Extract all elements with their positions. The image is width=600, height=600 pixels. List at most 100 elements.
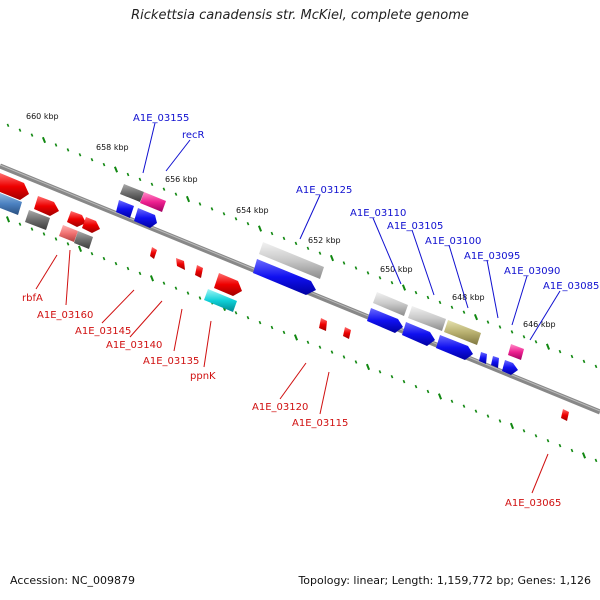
gene-feature[interactable] [0,173,29,200]
gene-feature[interactable] [408,306,446,331]
scale-track-tick [293,334,299,341]
gene-feature[interactable] [195,265,203,278]
scale-track-tick [174,286,178,290]
gene-feature[interactable] [259,242,324,279]
scale-track-tick [318,251,322,255]
gene-feature[interactable] [343,327,351,339]
scale-track-tick [90,251,94,256]
scale-track-tick [186,291,190,295]
gene-feature[interactable] [561,409,569,421]
genome-summary-text: Topology: linear; Length: 1,159,772 bp; … [298,574,591,587]
scale-track-tick [522,429,526,433]
scale-track-tick [390,374,394,379]
scale-track-tick [126,172,130,177]
forward-gene-labels: A1E_03155 recR A1E_03125 A1E_03110 A1E_0… [133,113,599,292]
scale-track-tick [234,311,238,315]
scale-track-tick [594,364,598,369]
scale-track-tick [401,284,407,291]
gene-feature[interactable] [120,184,144,202]
gene-feature[interactable] [67,211,86,227]
scale-track-tick [342,261,346,265]
gene-feature[interactable] [82,217,100,233]
scale-track-tick [438,300,442,305]
scale-track-tick [42,232,46,236]
scale-track-tick [222,212,226,216]
scale-track-tick [402,379,406,384]
gene-label-a1e-03120[interactable]: A1E_03120 [252,402,308,413]
gene-label-ppnk[interactable]: ppnK [190,371,216,382]
scale-track-tick [510,330,514,334]
scale-track-tick [378,370,382,374]
gene-feature[interactable] [59,225,78,242]
gene-label-a1e-03155[interactable]: A1E_03155 [133,113,189,124]
gene-label-a1e-03145[interactable]: A1E_03145 [75,326,131,337]
scale-track-tick [414,384,418,389]
scale-tick-650: 650 kbp [380,265,413,274]
scale-track-tick [558,443,562,448]
scale-track-tick [246,221,250,226]
scale-track-tick [198,296,202,300]
scale-track-tick [366,271,370,275]
scale-track-tick [162,187,166,191]
gene-label-recr[interactable]: recR [182,130,205,141]
gene-label-a1e-03140[interactable]: A1E_03140 [106,340,162,351]
scale-track-tick [90,157,94,162]
scale-track-tick [545,343,551,350]
map-title: Rickettsia canadensis str. McKiel, compl… [131,8,469,23]
scale-track-tick [570,448,574,453]
gene-feature[interactable] [444,320,481,345]
scale-track-tick [522,335,526,339]
gene-feature[interactable] [436,335,473,360]
gene-label-a1e-03135[interactable]: A1E_03135 [143,356,199,367]
scale-track-tick [198,202,202,206]
gene-feature[interactable] [176,258,185,270]
gene-feature[interactable] [319,318,327,331]
gene-label-a1e-03095[interactable]: A1E_03095 [464,251,520,262]
gene-feature[interactable] [373,292,408,316]
gene-feature[interactable] [74,231,93,249]
gene-feature[interactable] [140,192,166,212]
gene-feature[interactable] [214,273,242,296]
scale-track-tick [282,330,286,335]
scale-track-tick [365,363,371,371]
forward-genes [116,184,524,375]
gene-feature[interactable] [0,193,22,215]
gene-label-a1e-03065[interactable]: A1E_03065 [505,498,561,509]
gene-feature[interactable] [150,247,157,259]
gene-label-a1e-03090[interactable]: A1E_03090 [504,266,560,277]
scale-track-tick [329,254,335,262]
scale-track-tick [114,261,118,266]
scale-track-tick [378,276,382,280]
gene-feature[interactable] [116,200,134,218]
scale-track-tick [246,315,250,320]
gene-label-rbfa[interactable]: rbfA [22,293,43,304]
gene-feature[interactable] [479,352,487,364]
gene-label-a1e-03085[interactable]: A1E_03085 [543,281,599,292]
gene-feature[interactable] [134,208,157,228]
gene-label-a1e-03100[interactable]: A1E_03100 [425,236,481,247]
gene-label-a1e-03160[interactable]: A1E_03160 [37,310,93,321]
scale-track-tick [113,166,119,173]
gene-label-a1e-03105[interactable]: A1E_03105 [387,221,443,232]
gene-feature[interactable] [502,360,518,375]
scale-track-tick [498,419,502,423]
gene-label-a1e-03125[interactable]: A1E_03125 [296,185,352,196]
gene-feature[interactable] [25,210,50,230]
gene-label-a1e-03110[interactable]: A1E_03110 [350,208,406,219]
scale-track-tick [498,325,502,329]
scale-track-tick [426,295,430,300]
scale-track-tick [450,305,454,310]
scale-track-tick [390,280,394,285]
scale-track-tick [282,236,286,241]
gene-feature[interactable] [508,344,524,360]
gene-feature[interactable] [34,196,59,216]
scale-track-tick [149,275,155,282]
scale-track-tick [102,256,106,261]
gene-feature[interactable] [491,356,499,368]
gene-feature[interactable] [204,289,237,312]
gene-label-a1e-03115[interactable]: A1E_03115 [292,418,348,429]
gene-feature[interactable] [367,308,403,333]
scale-track-tick [462,404,466,408]
gene-feature[interactable] [253,259,316,295]
gene-feature[interactable] [402,322,435,346]
